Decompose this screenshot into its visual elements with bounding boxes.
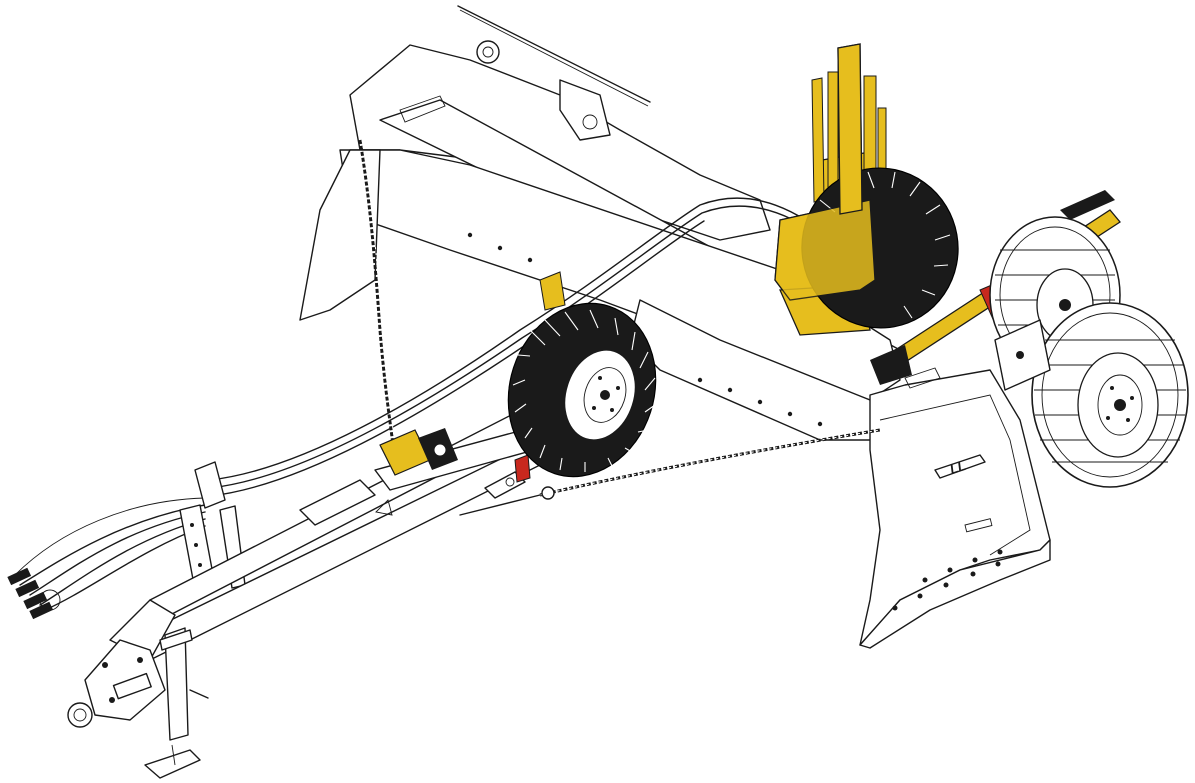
hitch <box>67 639 166 728</box>
logo-text: LL <box>948 458 968 477</box>
front-wheel <box>507 302 657 478</box>
right-chain <box>459 428 881 516</box>
left-chain <box>358 139 398 461</box>
jack-stand <box>144 627 209 779</box>
top-control-rod <box>457 5 651 141</box>
scraper-box <box>299 44 1051 649</box>
safety-clip <box>484 471 526 499</box>
brand-logo: LL <box>934 454 986 479</box>
box-bolts <box>467 232 823 427</box>
axle-bracket <box>994 319 1051 391</box>
center-rear-wheel <box>774 43 959 329</box>
cutting-edge-bolts <box>892 549 1003 611</box>
yellow-valve-block <box>379 428 458 476</box>
hydraulic-hoses <box>14 197 823 611</box>
hose-couplers <box>7 567 61 620</box>
drawbar <box>109 389 581 661</box>
